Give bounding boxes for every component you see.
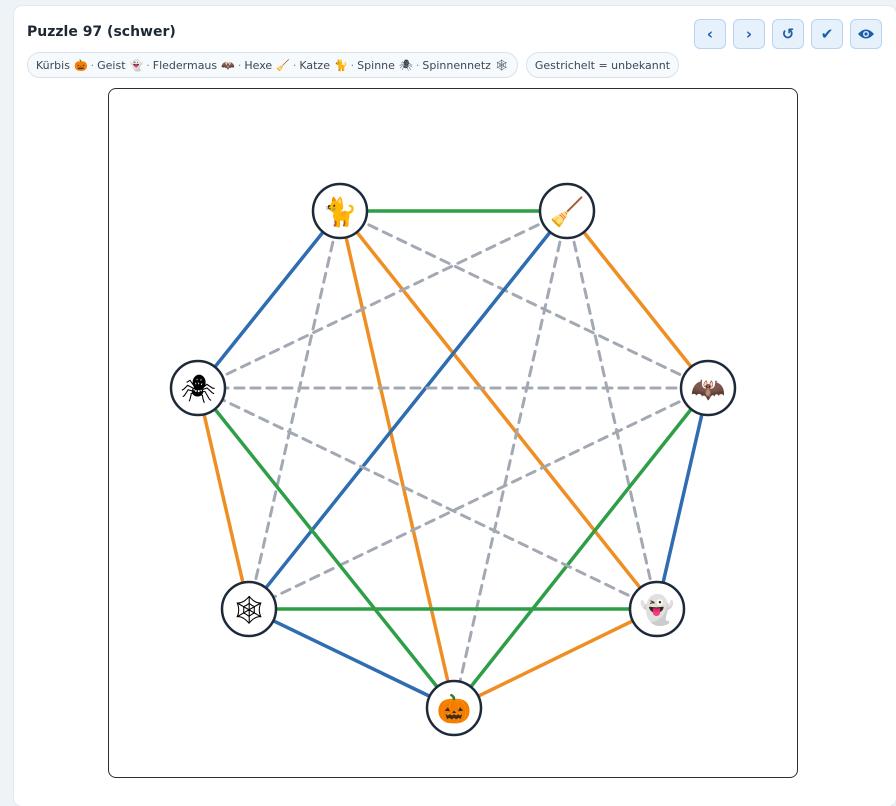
legend-pill: Kürbis🎃·Geist👻·Fledermaus🦇·Hexe🧹·Katze🐈·… (27, 52, 518, 78)
katze-icon: 🐈 (323, 196, 358, 229)
legend-item: ·Geist👻 (88, 59, 144, 72)
node-circle (679, 359, 737, 417)
legend-item: ·Katze🐈 (290, 59, 348, 72)
edges-layer (196, 209, 710, 710)
puzzle-graph: 🐈 🧹 🦇 👻 🎃 🕸 🕷 (169, 182, 737, 737)
edge-hexe-spinne[interactable] (196, 209, 569, 390)
eye-icon (857, 28, 875, 40)
legend-item-icon: 👻 (129, 58, 144, 72)
edge-katze-spinne[interactable] (196, 209, 342, 390)
legend-note: Gestrichelt = unbekannt (525, 52, 680, 78)
legend-item: Kürbis🎃 (36, 59, 88, 72)
legend-item: ·Fledermaus🦇 (143, 59, 235, 72)
hexe-icon: 🧹 (550, 196, 585, 229)
edge-katze-kuerbis[interactable] (338, 209, 456, 710)
node-circle (425, 679, 483, 737)
edge-hexe-spinnennetz[interactable] (247, 209, 569, 611)
node-circle (538, 182, 596, 240)
legend-item: ·Spinnennetz🕸 (413, 59, 509, 72)
kuerbis-icon: 🎃 (437, 693, 472, 726)
edge-geist-kuerbis[interactable] (452, 607, 659, 710)
check-icon: ✔ (820, 25, 834, 43)
reset-icon: ↺ (781, 25, 795, 43)
legend-item-icon: 🎃 (73, 58, 88, 72)
edge-fledermaus-geist[interactable] (655, 386, 710, 611)
toolbar: ‹ › ↺ ✔ (694, 19, 882, 49)
edge-fledermaus-kuerbis[interactable] (452, 386, 710, 710)
legend-item-icon: 🕷 (398, 58, 413, 72)
legend-item-label: Hexe (244, 58, 273, 72)
fledermaus-icon: 🦇 (691, 373, 726, 406)
chevron-left-icon: ‹ (706, 25, 714, 43)
legend-item-label: Kürbis (36, 58, 70, 72)
reveal-button[interactable] (850, 19, 882, 49)
legend-separator: · (350, 58, 355, 72)
node-katze[interactable]: 🐈 (311, 182, 369, 240)
edge-fledermaus-spinnennetz[interactable] (247, 386, 710, 611)
spinnennetz-icon: 🕸 (231, 594, 267, 627)
node-spinne[interactable]: 🕷 (169, 359, 227, 417)
legend-item-label: Fledermaus (152, 58, 218, 72)
legend-item-icon: 🧹 (276, 58, 290, 72)
puzzle-board: 🐈 🧹 🦇 👻 🎃 🕸 🕷 (108, 88, 798, 778)
node-spinnennetz[interactable]: 🕸 (220, 580, 278, 638)
check-button[interactable]: ✔ (811, 19, 843, 49)
edge-geist-spinne[interactable] (196, 386, 659, 611)
node-circle (220, 580, 278, 638)
edge-katze-spinnennetz[interactable] (247, 209, 342, 611)
edge-katze-fledermaus[interactable] (338, 209, 710, 390)
node-circle (311, 182, 369, 240)
node-hexe[interactable]: 🧹 (538, 182, 596, 240)
legend-row: Kürbis🎃·Geist👻·Fledermaus🦇·Hexe🧹·Katze🐈·… (27, 52, 680, 78)
next-button[interactable]: › (733, 19, 765, 49)
spinne-icon: 🕷 (180, 373, 216, 406)
legend-separator: · (90, 58, 95, 72)
edge-hexe-kuerbis[interactable] (452, 209, 569, 710)
geist-icon: 👻 (640, 593, 675, 627)
legend-item-label: Spinne (357, 58, 395, 72)
node-geist[interactable]: 👻 (628, 580, 686, 638)
legend-item-icon: 🕸 (494, 58, 509, 72)
legend-item-label: Spinnennetz (422, 58, 491, 72)
legend-item-icon: 🦇 (221, 58, 235, 72)
edge-hexe-geist[interactable] (565, 209, 659, 611)
nodes-layer: 🐈 🧹 🦇 👻 🎃 🕸 🕷 (169, 182, 737, 737)
legend-item: ·Spinne🕷 (348, 59, 413, 72)
legend-separator: · (237, 58, 242, 72)
page-title: Puzzle 97 (schwer) (27, 24, 176, 40)
node-circle (628, 580, 686, 638)
edge-katze-geist[interactable] (338, 209, 659, 611)
legend-item-label: Katze (299, 58, 330, 72)
node-kuerbis[interactable]: 🎃 (425, 679, 483, 737)
node-circle (169, 359, 227, 417)
chevron-right-icon: › (745, 25, 753, 43)
node-fledermaus[interactable]: 🦇 (679, 359, 737, 417)
edge-spinnennetz-spinne[interactable] (196, 386, 251, 611)
legend-item-label: Geist (97, 58, 126, 72)
legend-item: ·Hexe🧹 (235, 59, 290, 72)
edge-kuerbis-spinnennetz[interactable] (247, 607, 456, 710)
edge-kuerbis-spinne[interactable] (196, 386, 456, 710)
edge-hexe-fledermaus[interactable] (565, 209, 710, 390)
prev-button[interactable]: ‹ (694, 19, 726, 49)
legend-item-icon: 🐈 (333, 58, 348, 72)
legend-separator: · (415, 58, 420, 72)
legend-separator: · (146, 58, 150, 72)
legend-separator: · (292, 58, 297, 72)
reset-button[interactable]: ↺ (772, 19, 804, 49)
